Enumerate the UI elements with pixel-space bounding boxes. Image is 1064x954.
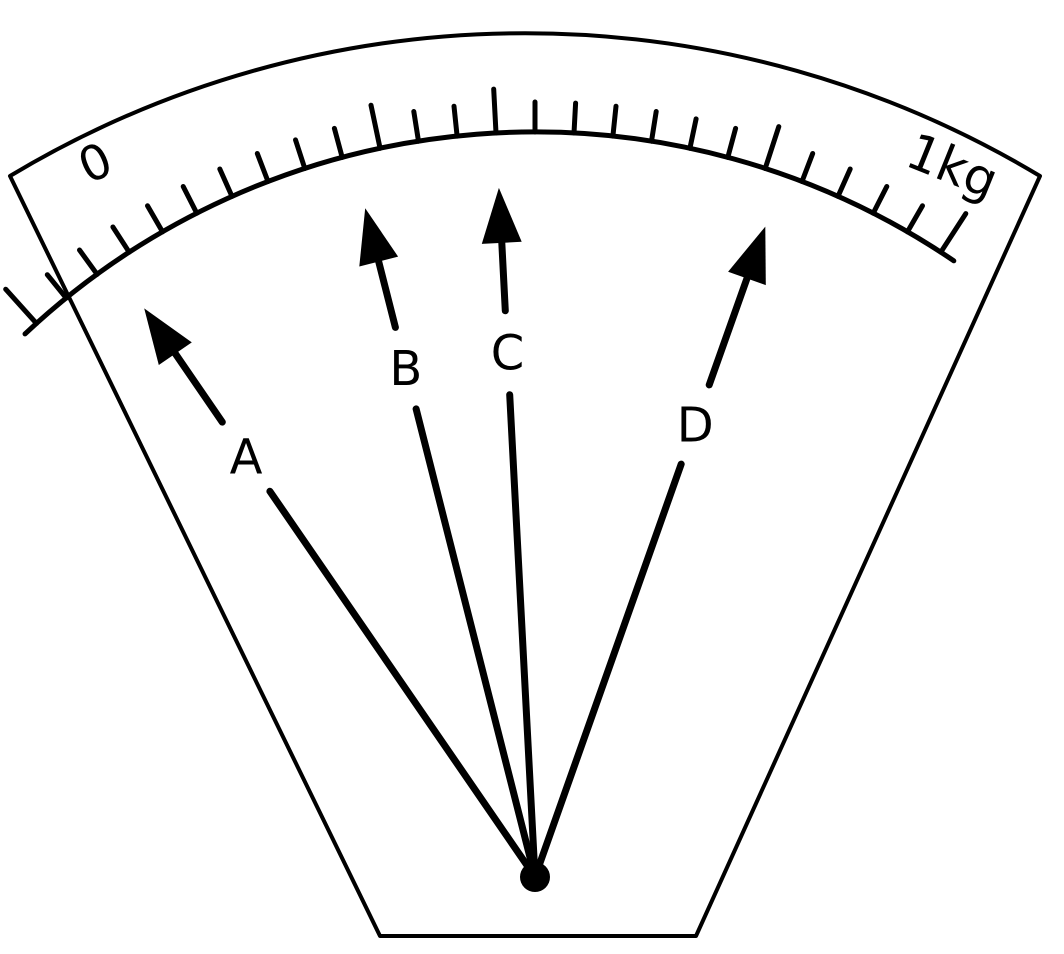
scale-tick xyxy=(610,103,619,139)
pointer-arrowhead xyxy=(728,226,766,286)
pointer-shaft-lower xyxy=(506,391,539,873)
scale-tick xyxy=(77,247,100,277)
pointer-group: A B C D xyxy=(144,187,766,874)
scale-tick xyxy=(293,137,308,171)
scale-tick xyxy=(451,103,460,139)
scale-tick xyxy=(762,124,782,171)
scale-tick xyxy=(905,203,925,235)
pointer-shaft-upper xyxy=(705,271,752,389)
pointer-a: A xyxy=(144,308,534,874)
scale-tick xyxy=(254,151,271,184)
scale-ticks xyxy=(3,86,969,326)
dial-face-outline xyxy=(8,31,1042,938)
pointer-label: D xyxy=(677,398,714,454)
scale-tick xyxy=(411,109,421,144)
scale-tick xyxy=(180,184,200,216)
scale-tick xyxy=(725,125,739,160)
pointer-shaft-lower xyxy=(412,405,537,873)
scale-tick xyxy=(687,116,699,151)
scale-tick xyxy=(331,125,345,160)
scale-tick xyxy=(110,224,132,255)
pointer-b: B xyxy=(359,208,537,873)
pivot-dot xyxy=(520,862,550,892)
pointer-label: A xyxy=(230,430,263,486)
pointer-shaft-upper xyxy=(169,346,226,426)
scale-tick xyxy=(649,109,659,144)
pointer-shaft-upper xyxy=(498,235,509,315)
scale-tick xyxy=(870,184,890,216)
scale-tick xyxy=(368,102,383,151)
scale-tick xyxy=(835,166,853,199)
pointer-shaft-lower xyxy=(266,487,534,874)
pointer-arrowhead xyxy=(359,208,399,267)
scale-tick xyxy=(217,166,235,199)
scale-tick xyxy=(799,151,816,184)
scale-label-one-kg: 1kg xyxy=(899,122,1007,210)
scale-tick xyxy=(3,286,39,326)
scale-label-zero: 0 xyxy=(70,132,121,196)
pointer-arrowhead xyxy=(481,187,522,244)
scale-tick xyxy=(145,203,165,235)
pointer-label: C xyxy=(491,326,525,382)
scale-tick xyxy=(491,86,499,136)
pointer-c: C xyxy=(481,187,539,873)
pointer-d: D xyxy=(534,226,766,873)
scale-tick xyxy=(44,272,69,301)
pointer-shaft-upper xyxy=(374,254,399,331)
scale-arc xyxy=(22,129,957,337)
scale-tick xyxy=(938,211,969,255)
pointer-label: B xyxy=(389,341,422,397)
pointer-shaft-lower xyxy=(534,460,685,873)
pointer-arrowhead xyxy=(144,308,192,365)
scale-tick xyxy=(571,100,579,136)
